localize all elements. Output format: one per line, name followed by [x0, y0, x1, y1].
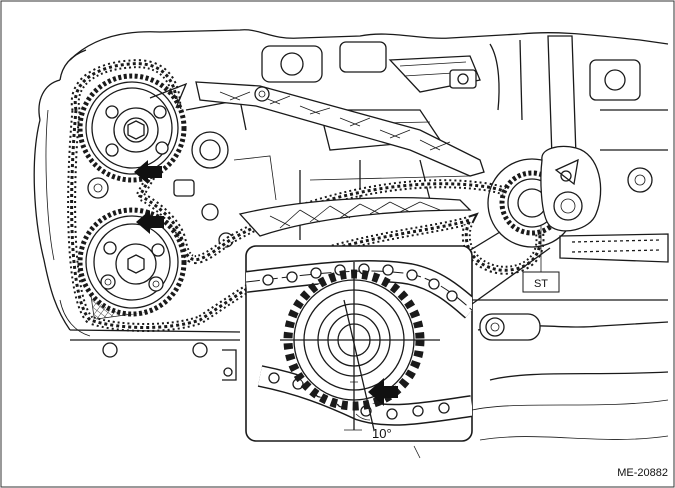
upper-chain-guide [195, 81, 485, 177]
st-label-box [522, 271, 560, 293]
upper-timing-mark-arrow [134, 160, 162, 184]
detail-chain-top [246, 260, 472, 319]
right-chain-guide [559, 233, 669, 263]
detail-inset [245, 245, 473, 442]
angle-label: 10° [372, 426, 392, 441]
detail-connector-right [471, 247, 551, 305]
lower-camshaft-sprocket [77, 207, 187, 317]
detail-chain-bottom [257, 365, 472, 426]
lower-chain-guide [238, 197, 472, 237]
lower-timing-mark-arrow [136, 210, 164, 234]
tool-label-st: ST [534, 278, 548, 290]
special-tool-st [540, 35, 602, 232]
figure-code: ME-20882 [617, 467, 668, 479]
upper-camshaft-sprocket [77, 73, 188, 183]
small-tick-mark [413, 445, 421, 459]
detail-timing-mark-arrow [368, 378, 398, 406]
